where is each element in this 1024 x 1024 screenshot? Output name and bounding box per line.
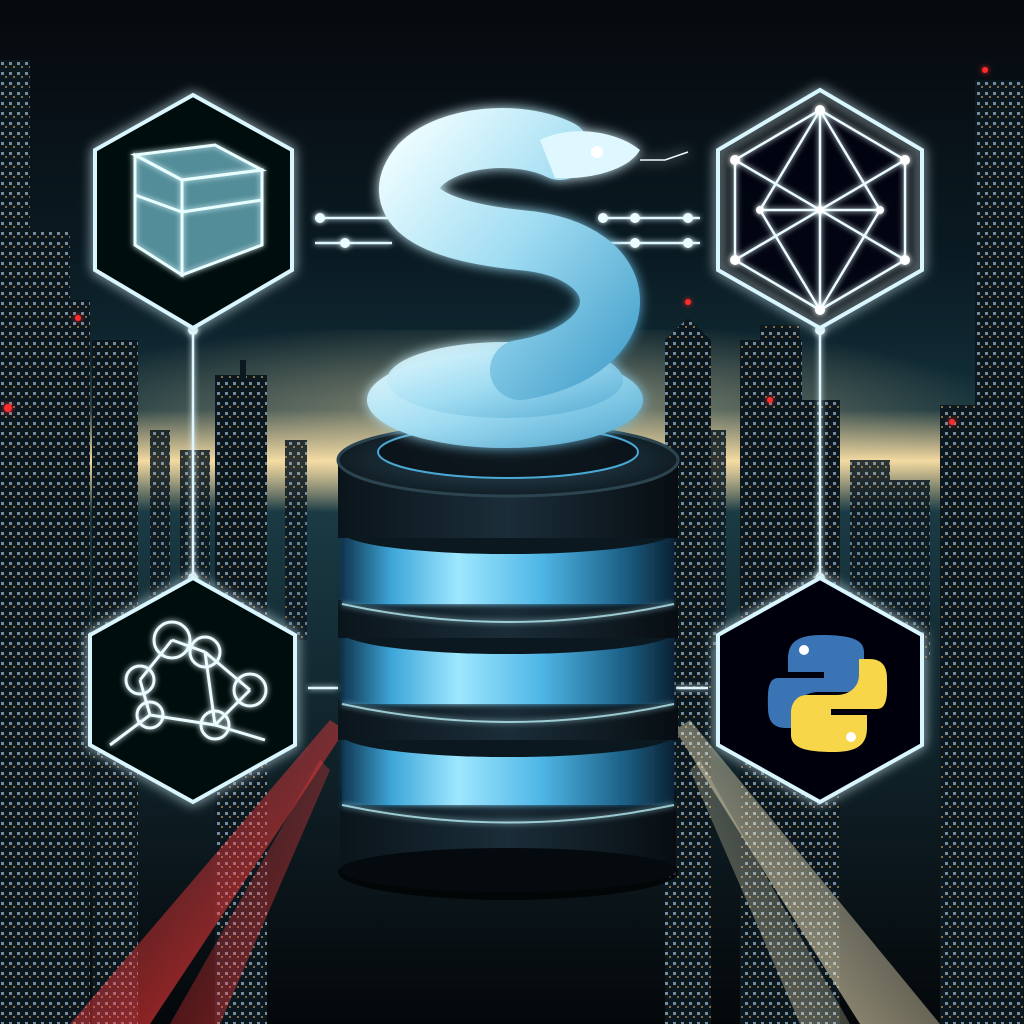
red-beacons [4, 67, 988, 425]
light-trails [70, 720, 940, 1024]
graph-nodes-icon [88, 575, 297, 805]
cube-stack-icon [93, 92, 294, 331]
snake [367, 108, 689, 448]
database-cylinder [336, 422, 680, 900]
network-polytope-icon [716, 87, 924, 331]
left-skyscrapers [0, 60, 267, 1024]
python-logo-icon [716, 575, 924, 805]
